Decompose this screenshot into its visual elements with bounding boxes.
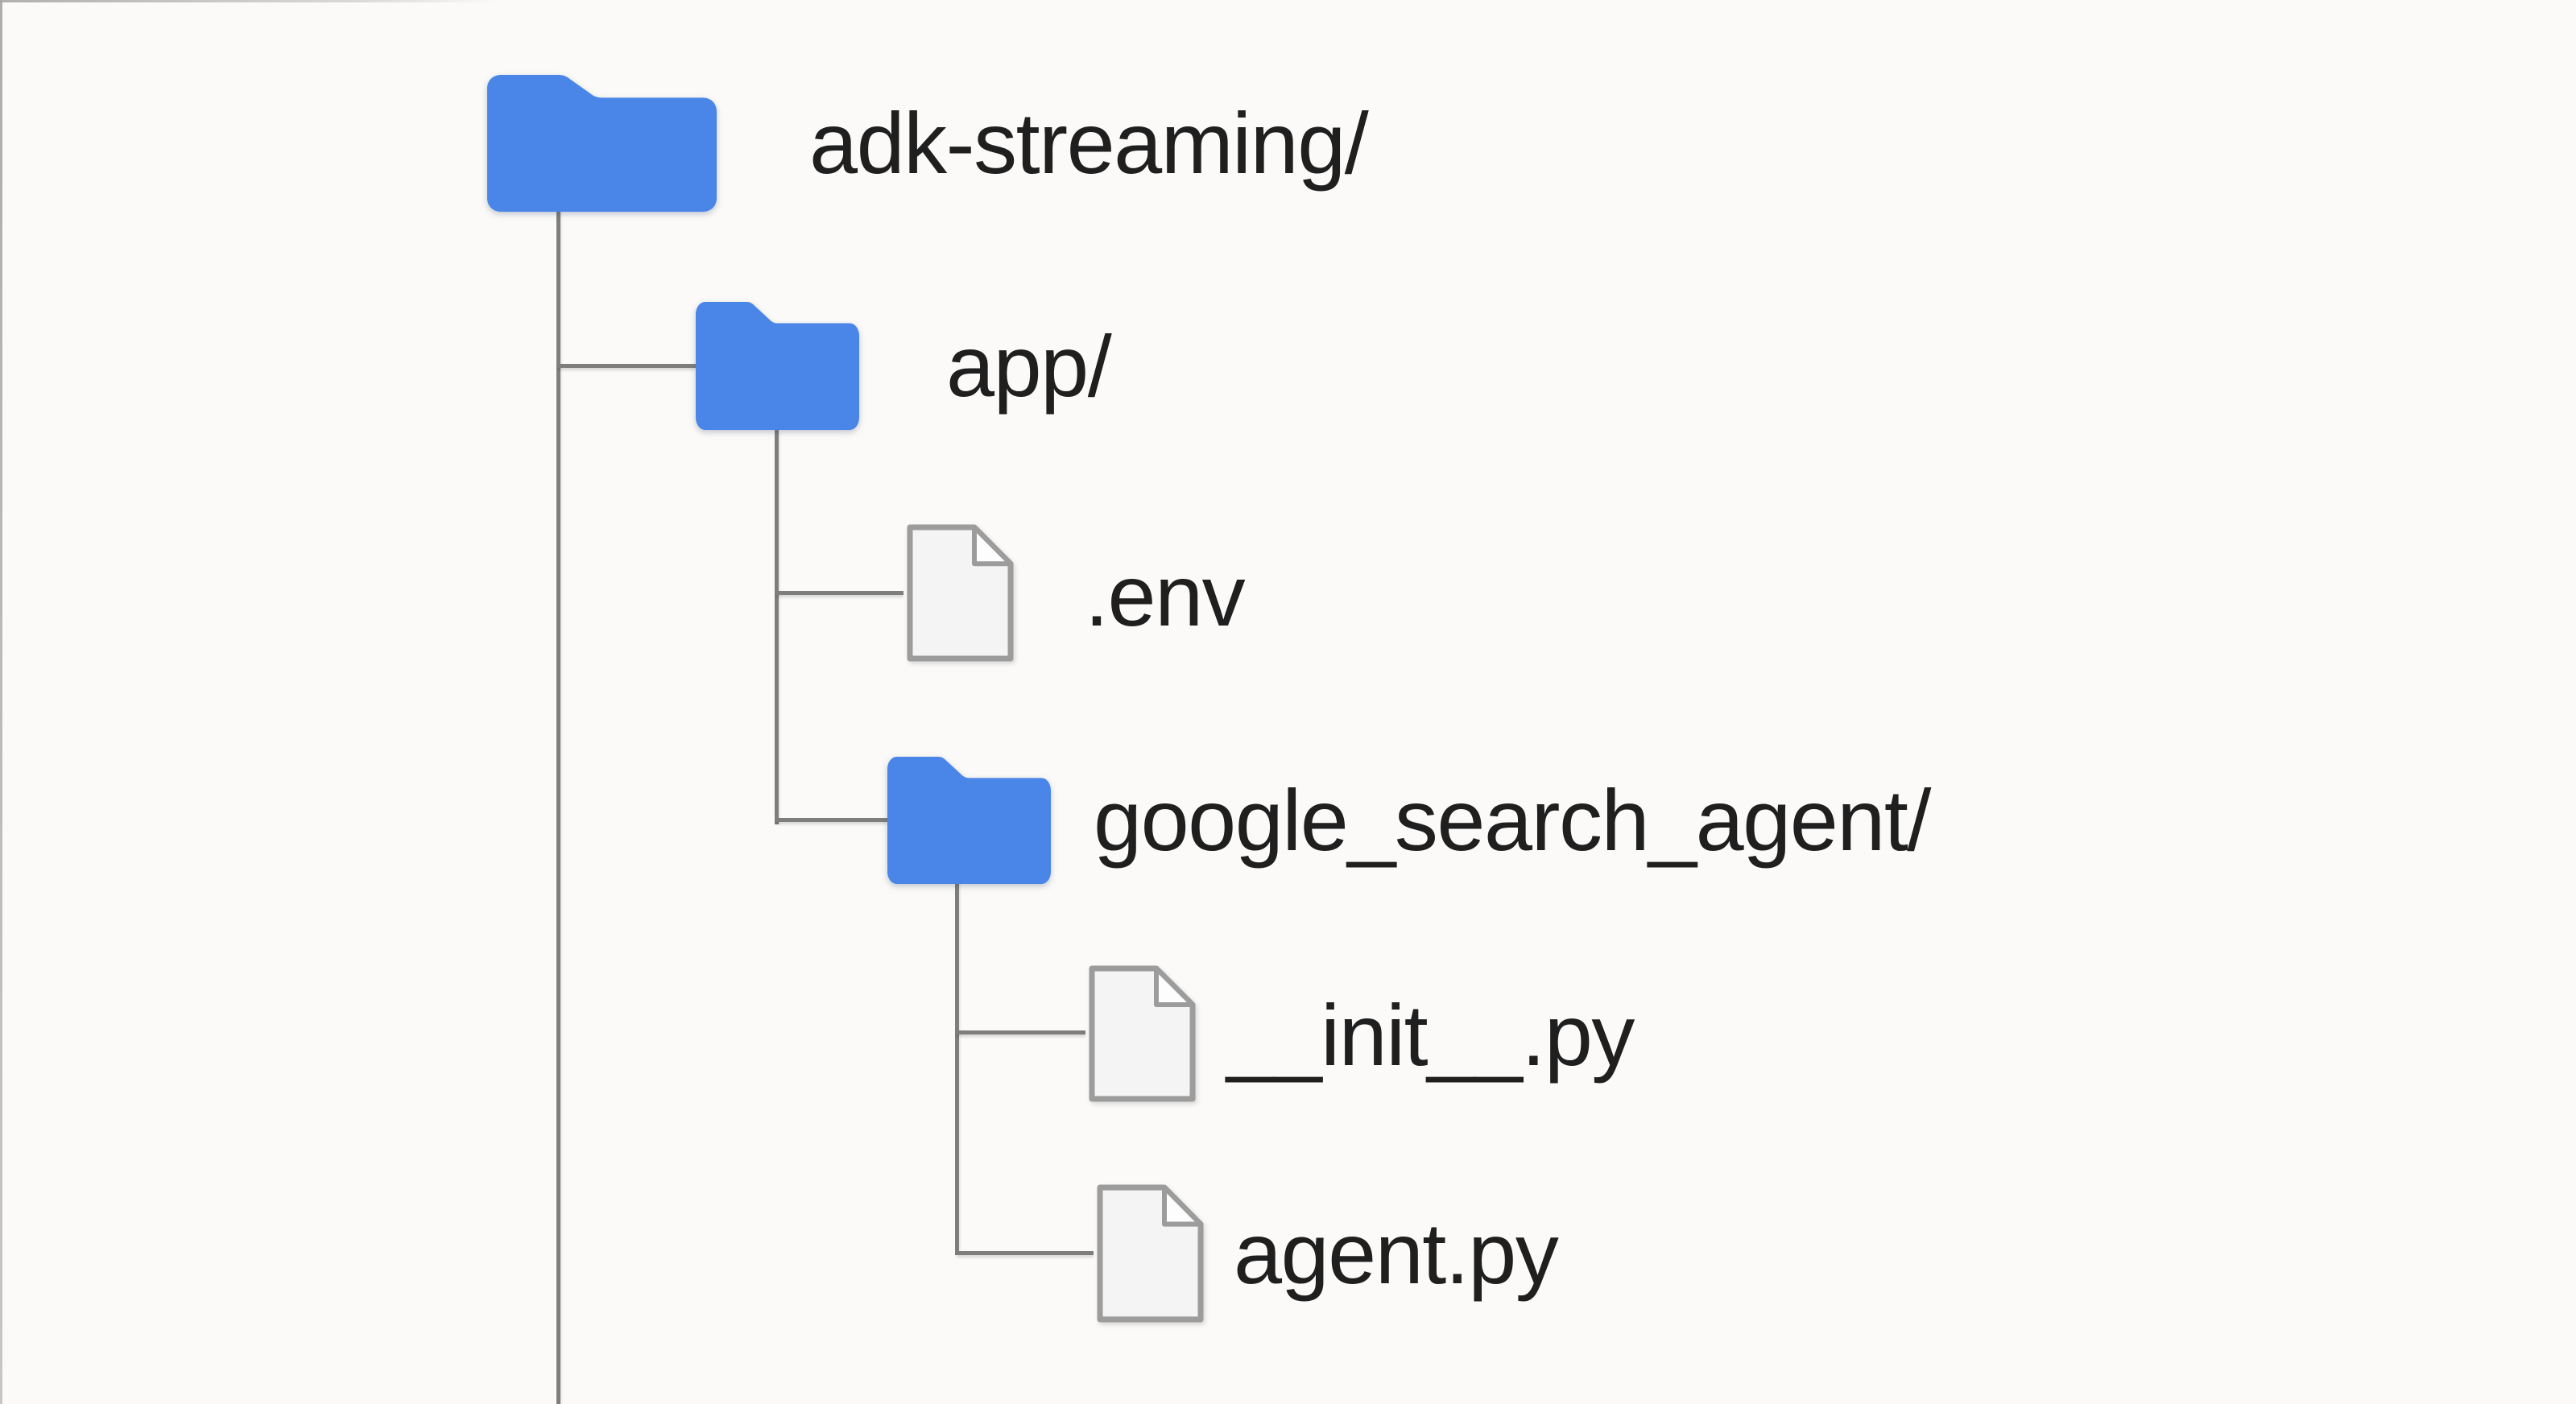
file-icon-agent [1097,1184,1204,1323]
file-icon-env [907,524,1014,662]
label-app: app/ [946,317,1112,415]
folder-icon-adk-streaming [487,75,717,212]
tree-branch-env [776,591,903,595]
image-top-border [0,0,499,2]
tree-trunk-app [775,427,779,824]
label-google-search-agent: google_search_agent/ [1094,771,1931,869]
label-agent: agent.py [1234,1204,1559,1302]
folder-icon-app [696,302,859,430]
tree-branch-app [558,364,696,368]
label-adk-streaming: adk-streaming/ [809,94,1369,192]
tree-branch-init [957,1030,1085,1034]
file-icon-init [1089,965,1196,1102]
folder-icon-google-search-agent [887,757,1051,884]
tree-branch-google-search-agent [776,818,887,822]
tree-trunk-root [556,208,560,1404]
tree-branch-agent [957,1251,1094,1255]
label-init: __init__.py [1226,986,1635,1084]
label-env: .env [1085,547,1246,644]
tree-trunk-google-search-agent [955,881,959,1255]
image-left-border [0,0,2,1404]
